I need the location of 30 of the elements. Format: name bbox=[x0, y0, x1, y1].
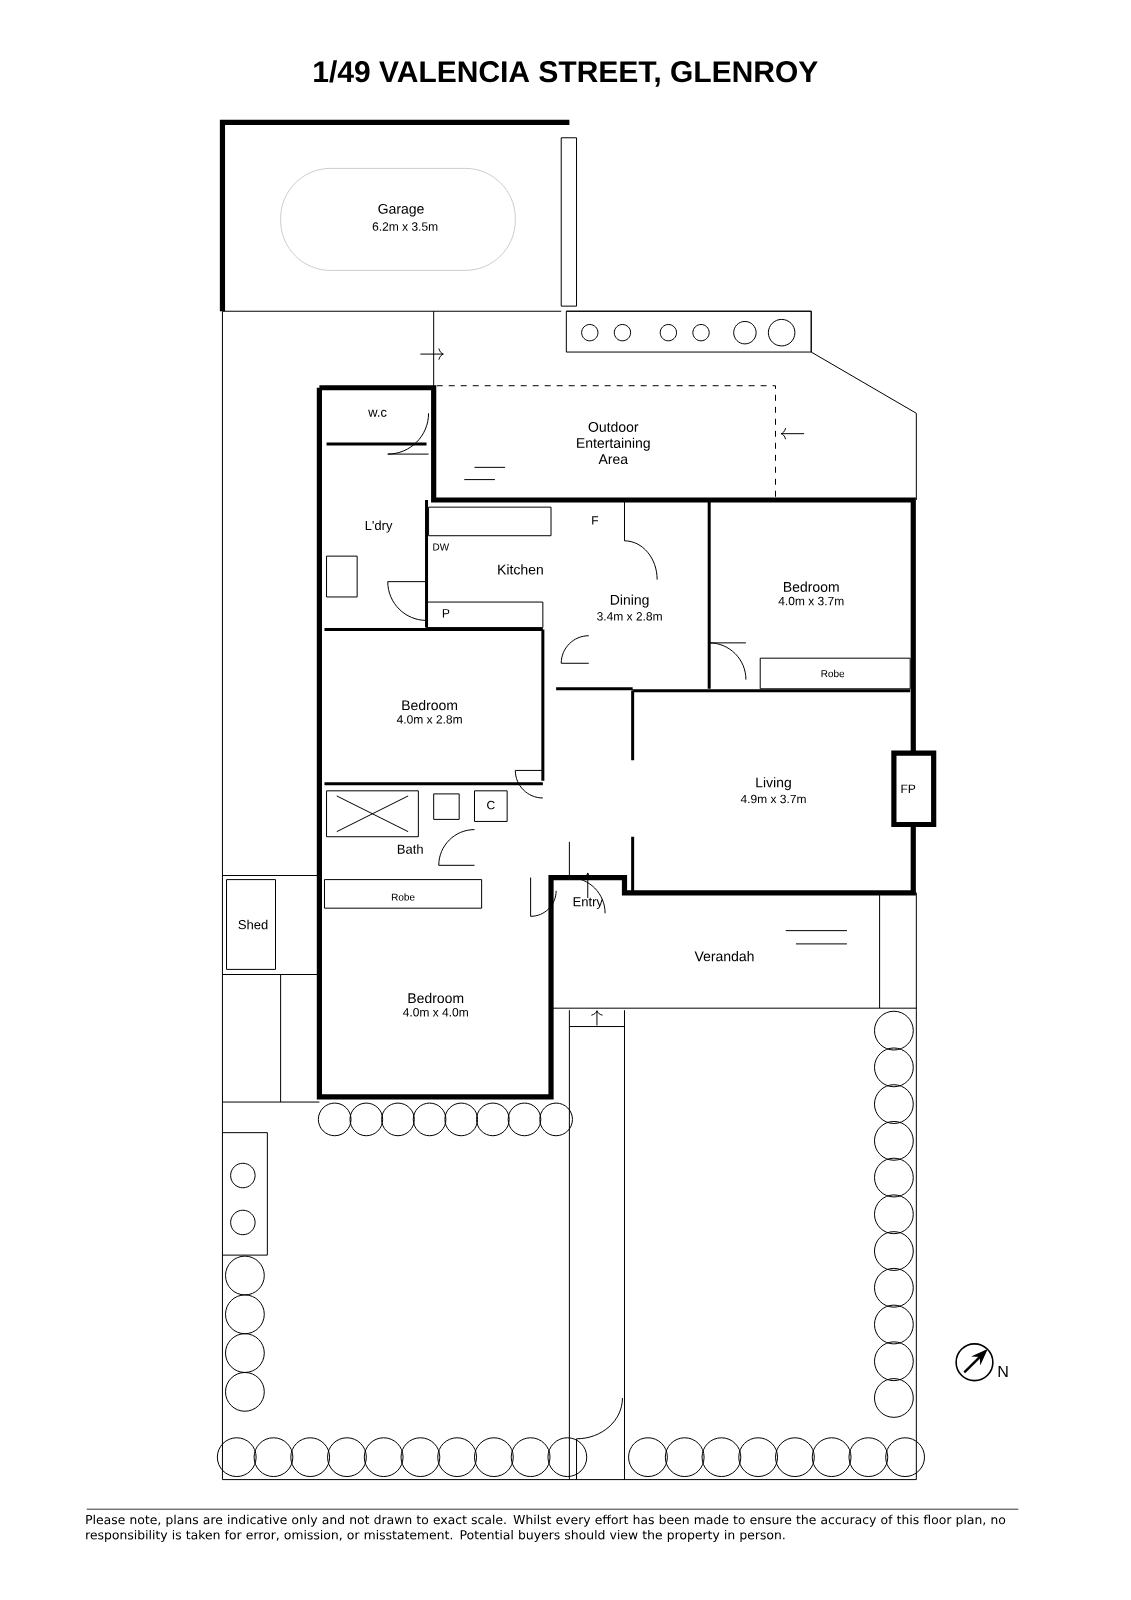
room-label: Robe bbox=[392, 893, 415, 901]
room-label: Shed bbox=[238, 919, 268, 930]
room-dimension: 4.0m x 4.0m bbox=[403, 1008, 469, 1017]
room-label: Outdoor Entertaining Area bbox=[577, 421, 650, 465]
room-dimension: 4.0m x 3.7m bbox=[778, 596, 844, 606]
room-dimension: 4.9m x 3.7m bbox=[740, 794, 806, 804]
room-dimension: 3.4m x 2.8m bbox=[597, 612, 662, 621]
room-label: Bedroom bbox=[408, 992, 464, 1004]
room-label: Dining bbox=[611, 594, 649, 608]
compass-label: N bbox=[998, 1365, 1008, 1377]
room-dimension: 4.0m x 2.8m bbox=[397, 715, 462, 724]
room-label: Garage bbox=[378, 203, 424, 217]
room-label: Bedroom bbox=[402, 700, 458, 711]
room-label: Bedroom bbox=[784, 581, 839, 592]
room-label: Bath bbox=[398, 844, 423, 854]
room-label: Robe bbox=[821, 669, 845, 678]
fixture-label: FP bbox=[901, 784, 916, 793]
room-label: Living bbox=[756, 777, 791, 791]
fixture-label: F bbox=[592, 516, 599, 525]
room-label: w.c bbox=[368, 409, 387, 417]
room-label: Kitchen bbox=[498, 564, 543, 575]
disclaimer: Please note, plans are indicative only and not drawn to exact scale. Whilst every effort has been made to ensure the accuracy of this floor plan, no responsibility is taken for error, omission, or misstatement. Potential buyers should view the property in person. bbox=[86, 1514, 1006, 1542]
room-label: Entry bbox=[573, 897, 604, 909]
fixture-label: P bbox=[443, 609, 450, 618]
fixture-label: DW bbox=[433, 543, 450, 551]
fixture-label: C bbox=[487, 800, 495, 810]
room-dimension: 6.2m x 3.5m bbox=[372, 222, 438, 231]
title: 1/49 VALENCIA STREET, GLENROY bbox=[314, 60, 818, 87]
room-label: Verandah bbox=[694, 951, 754, 962]
room-label: L'dry bbox=[365, 520, 393, 533]
